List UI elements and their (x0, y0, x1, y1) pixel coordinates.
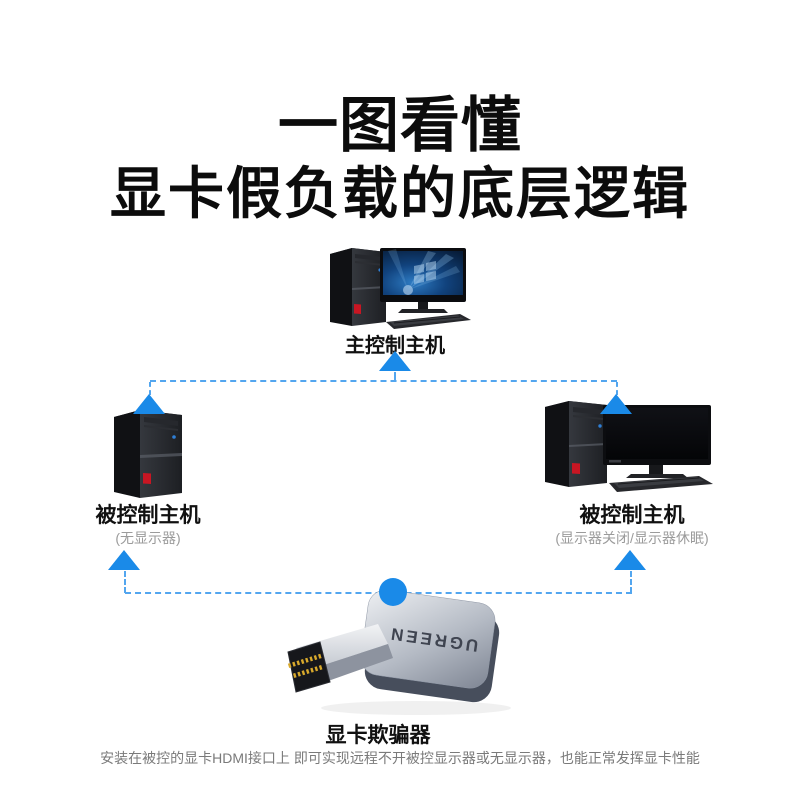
main-host-illustration (330, 248, 471, 329)
dashed-line-top-left-vertical (149, 382, 151, 395)
page-subtitle: 显卡假负载的底层逻辑 (110, 162, 690, 225)
right-host-sublabel: (显示器关闭/显示器休眠) (555, 530, 709, 546)
dashed-line-bottom-right-vertical (630, 571, 632, 593)
arrow-onto-right-host-icon (600, 394, 632, 414)
left-host-label: 被控制主机 (95, 504, 201, 527)
tower-graphic (330, 248, 386, 326)
wallpaper-light-beams (388, 249, 460, 295)
monitor-graphic (603, 405, 711, 478)
dashed-line-top-horizontal (150, 380, 617, 382)
left-host-sublabel: (无显示器) (115, 530, 181, 546)
right-host-label: 被控制主机 (579, 504, 685, 527)
keyboard-graphic (386, 314, 471, 329)
left-host-illustration (114, 410, 182, 498)
tower-graphic (545, 401, 607, 487)
spoofer-illustration: UGREEN (287, 590, 511, 715)
dashed-line-top-center-vertical (394, 372, 396, 381)
tower-graphic (114, 410, 182, 498)
dashed-line-top-right-vertical (616, 382, 618, 395)
arrow-to-left-host-icon (108, 550, 140, 570)
right-host-illustration (545, 401, 713, 492)
main-host-label: 主控制主机 (345, 335, 445, 357)
arrow-onto-left-host-icon (133, 394, 165, 414)
spoofer-label: 显卡欺骗器 (325, 724, 431, 747)
caption-text: 安装在被控的显卡HDMI接口上 即可实现远程不开被控显示器或无显示器，也能正常发… (100, 750, 700, 766)
page-title: 一图看懂 (278, 92, 522, 159)
connection-dot (379, 578, 407, 606)
monitor-graphic (380, 248, 466, 313)
keyboard-graphic (609, 476, 713, 492)
arrow-to-main-host-icon (379, 351, 411, 371)
hdmi-connector-graphic (287, 624, 393, 693)
dashed-line-bottom-left-vertical (124, 571, 126, 593)
arrow-to-right-host-icon (614, 550, 646, 570)
